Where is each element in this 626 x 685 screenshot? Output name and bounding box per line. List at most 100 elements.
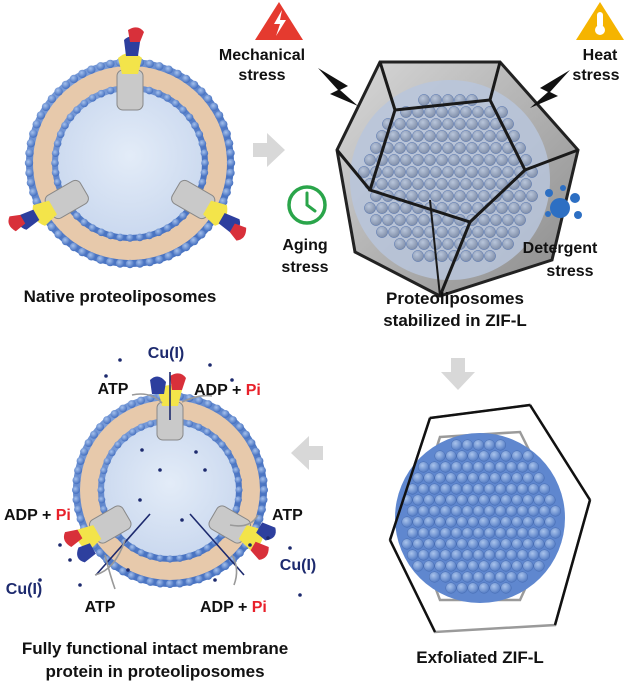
surface-bead	[445, 560, 457, 572]
vesicle-surface-beads	[401, 439, 562, 594]
surface-bead	[412, 560, 424, 572]
surface-bead	[448, 130, 460, 142]
lipid-head	[145, 231, 154, 240]
lipid-head	[88, 224, 97, 232]
lipid-head	[222, 188, 231, 197]
surface-bead	[517, 571, 529, 583]
surface-bead	[511, 516, 523, 528]
surface-bead	[394, 142, 406, 154]
surface-bead	[528, 549, 540, 561]
lipid-head	[226, 168, 235, 178]
surface-bead	[495, 505, 507, 517]
surface-bead	[506, 527, 518, 539]
surface-bead	[424, 154, 436, 166]
lipid-head	[175, 579, 184, 588]
surface-bead	[502, 238, 514, 250]
surface-bead	[462, 571, 474, 583]
copper-ion	[126, 568, 130, 572]
lipid-head	[198, 139, 207, 148]
surface-bead	[364, 154, 376, 166]
surface-bead	[478, 516, 490, 528]
surface-bead	[442, 166, 454, 178]
copper-ion	[104, 374, 108, 378]
surface-bead	[500, 560, 512, 572]
lipid-head	[32, 120, 41, 129]
surface-bead	[388, 130, 400, 142]
surface-bead	[451, 483, 463, 495]
lipid-head	[166, 555, 174, 563]
lipid-head	[189, 236, 199, 246]
lipid-head	[242, 430, 250, 439]
surface-bead	[500, 582, 512, 594]
adp-label-top: ADP + Pi	[194, 382, 261, 399]
lipid-head	[106, 59, 115, 69]
surface-bead	[418, 214, 430, 226]
surface-bead	[462, 483, 474, 495]
bubbles-icon	[545, 185, 582, 219]
lipid-head	[171, 99, 180, 108]
surface-bead	[522, 472, 534, 484]
surface-bead	[489, 560, 501, 572]
detergent-label-1: Detergent	[523, 240, 598, 257]
surface-bead	[484, 549, 496, 561]
lipid-head	[96, 548, 105, 557]
surface-bead	[460, 202, 472, 214]
surface-bead	[407, 549, 419, 561]
lipid-head	[229, 457, 237, 465]
surface-bead	[495, 483, 507, 495]
heat-stress-group: Heat stress	[530, 2, 624, 108]
lipid-head	[218, 441, 226, 449]
lipid-head	[185, 420, 193, 428]
surface-bead	[370, 142, 382, 154]
surface-bead	[364, 202, 376, 214]
surface-bead	[473, 505, 485, 517]
surface-bead	[460, 178, 472, 190]
lipid-head	[146, 577, 155, 586]
lipid-head	[185, 552, 193, 560]
surface-bead	[440, 461, 452, 473]
surface-bead	[412, 250, 424, 262]
lipid-head	[106, 86, 115, 95]
lipid-head	[145, 59, 154, 69]
surface-bead	[423, 560, 435, 572]
surface-bead	[467, 582, 479, 594]
stabilized-label-1: Proteoliposomes	[386, 289, 524, 308]
lipid-head	[179, 212, 187, 220]
lipid-head	[69, 242, 79, 252]
pi-text: Pi	[246, 382, 261, 399]
surface-bead	[472, 250, 484, 262]
copper-ion	[138, 498, 142, 502]
surface-bead	[489, 494, 501, 506]
surface-bead	[533, 494, 545, 506]
surface-bead	[454, 118, 466, 130]
surface-bead	[502, 190, 514, 202]
surface-bead	[451, 571, 463, 583]
vesicle-lumen	[58, 91, 202, 235]
lipid-head	[116, 233, 124, 242]
surface-bead	[484, 483, 496, 495]
surface-bead	[462, 439, 474, 451]
lipid-head	[166, 580, 174, 588]
lipid-head	[137, 423, 145, 431]
lipid-head	[247, 439, 256, 447]
arrow-down-icon	[441, 358, 475, 390]
lipid-head	[119, 404, 127, 413]
surface-bead	[490, 166, 502, 178]
surface-bead	[522, 494, 534, 506]
lipid-head	[56, 130, 65, 139]
surface-bead	[445, 450, 457, 462]
surface-bead	[440, 483, 452, 495]
lipid-head	[100, 467, 108, 475]
cu-transport-arrow	[189, 513, 245, 576]
surface-bead	[418, 94, 430, 106]
surface-bead	[451, 505, 463, 517]
heat-label-2: stress	[572, 67, 619, 84]
lipid-head	[195, 423, 203, 431]
atp-label-bottom: ATP	[85, 599, 116, 616]
lipid-head	[171, 218, 180, 227]
surface-bead	[511, 472, 523, 484]
lipid-head	[136, 233, 144, 242]
functional-label-2: protein in proteoliposomes	[45, 662, 264, 681]
lipid-head	[80, 447, 89, 456]
stress-bolt-icon	[318, 68, 358, 106]
